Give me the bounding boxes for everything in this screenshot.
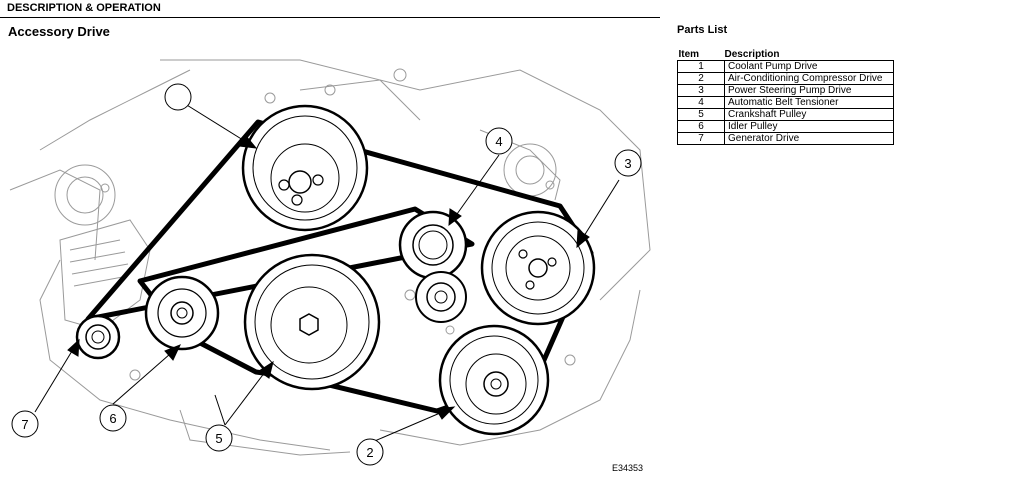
crankshaft-pulley <box>243 253 381 391</box>
belt-tensioner-pulley <box>398 210 468 280</box>
section-header: DESCRIPTION & OPERATION <box>0 0 660 18</box>
column-header-item: Item <box>678 49 700 60</box>
table-row: 6 Idler Pulley <box>677 120 894 133</box>
callout-leaders <box>34 101 620 444</box>
table-row: 4 Automatic Belt Tensioner <box>677 96 894 109</box>
item-description: Idler Pulley <box>724 120 894 133</box>
callout-7: 7 <box>21 417 28 432</box>
item-description: Air-Conditioning Compressor Drive <box>724 72 894 85</box>
table-row: 3 Power Steering Pump Drive <box>677 84 894 97</box>
parts-list-table: Item Description 1 Coolant Pump Drive 2 … <box>677 49 894 145</box>
table-row: 2 Air-Conditioning Compressor Drive <box>677 72 894 85</box>
power-steering-pulley <box>480 210 596 326</box>
table-row: 7 Generator Drive <box>677 132 894 145</box>
item-number: 4 <box>677 96 725 109</box>
callout-5: 5 <box>215 431 222 446</box>
parts-list-title: Parts List <box>677 24 728 36</box>
page-title: Accessory Drive <box>8 24 110 39</box>
item-number: 1 <box>677 60 725 73</box>
item-number: 3 <box>677 84 725 97</box>
idler-pulley <box>144 275 220 351</box>
item-description: Coolant Pump Drive <box>724 60 894 73</box>
column-header-description: Description <box>724 49 780 60</box>
item-description: Crankshaft Pulley <box>724 108 894 121</box>
accessory-drive-diagram: 2 3 4 5 6 7 <box>9 59 651 466</box>
callout-4: 4 <box>495 134 502 149</box>
ac-compressor-pulley <box>438 324 550 436</box>
callout-circles <box>11 83 642 466</box>
parts-list-header-row: Item Description <box>678 49 894 61</box>
callout-6: 6 <box>109 411 116 426</box>
table-row: 5 Crankshaft Pulley <box>677 108 894 121</box>
lower-idler-pulley <box>415 271 467 323</box>
item-number: 2 <box>677 72 725 85</box>
item-description: Generator Drive <box>724 132 894 145</box>
item-description: Power Steering Pump Drive <box>724 84 894 97</box>
generator-pulley <box>75 314 121 360</box>
table-row: 1 Coolant Pump Drive <box>677 60 894 73</box>
section-title: DESCRIPTION & OPERATION <box>7 2 161 14</box>
item-number: 5 <box>677 108 725 121</box>
item-description: Automatic Belt Tensioner <box>724 96 894 109</box>
callout-3: 3 <box>624 156 631 171</box>
callout-2: 2 <box>366 445 373 460</box>
coolant-pump-pulley <box>241 104 369 232</box>
figure-reference: E34353 <box>612 463 644 473</box>
item-number: 6 <box>677 120 725 133</box>
item-number: 7 <box>677 132 725 145</box>
